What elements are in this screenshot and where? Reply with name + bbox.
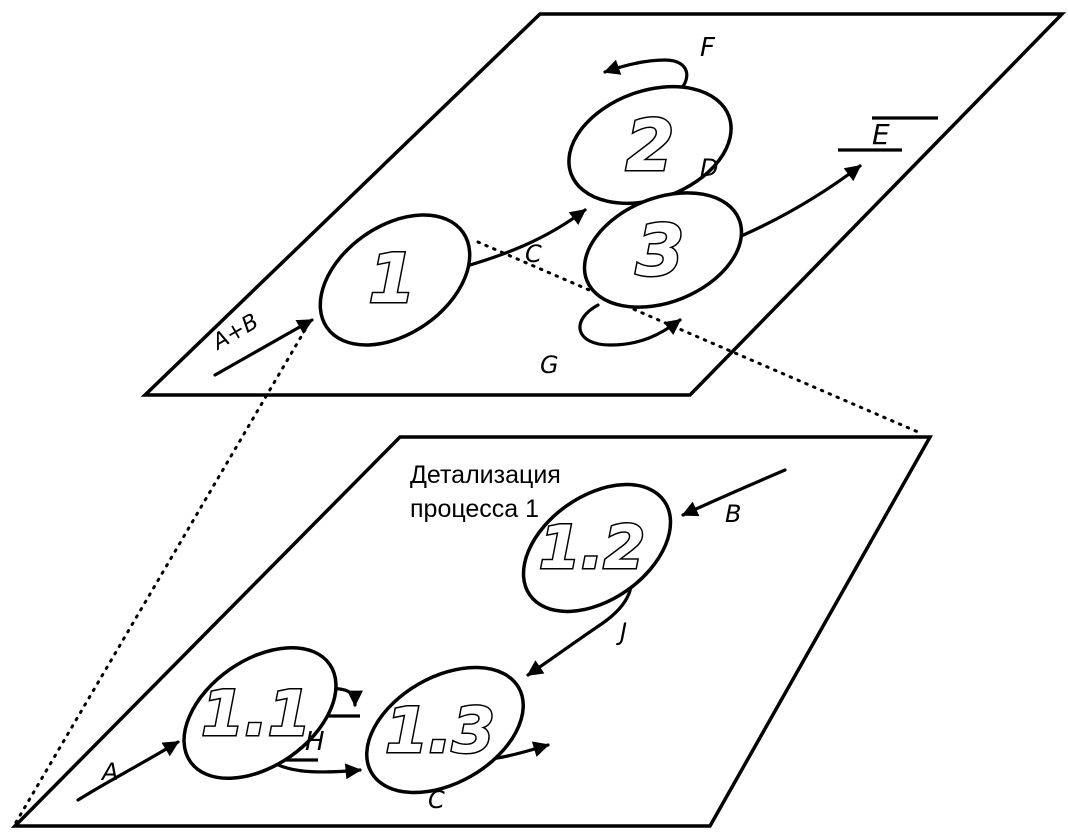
process-1: 1 xyxy=(318,213,472,347)
process-2-label: 2 xyxy=(626,105,675,187)
flow-c-label: C xyxy=(525,240,542,268)
process-1-1: 1.1 xyxy=(182,645,338,781)
process-1-3: 1.3 xyxy=(365,665,525,795)
flow-f xyxy=(603,58,689,100)
flow-ab-in xyxy=(213,318,314,377)
flow-c-out-label: C xyxy=(428,786,445,814)
process-1-2: 1.2 xyxy=(521,482,673,614)
flow-j-label: J xyxy=(616,618,627,646)
detail-note-line2: процесса 1 xyxy=(410,495,539,523)
process-3-label: 3 xyxy=(636,210,685,292)
process-1-2-label: 1.2 xyxy=(539,513,645,583)
projection-line-left xyxy=(13,328,307,826)
process-3: 3 xyxy=(582,191,744,309)
process-1-3-label: 1.3 xyxy=(385,694,495,767)
flow-b-label: B xyxy=(725,500,741,528)
flow-a-in xyxy=(76,740,180,802)
flow-c xyxy=(458,208,587,270)
flow-b-in xyxy=(681,468,787,517)
flow-g-label: G xyxy=(540,351,559,379)
detail-note-line1: Детализация xyxy=(410,461,561,489)
flow-a-label: A xyxy=(100,758,118,786)
process-2: 2 xyxy=(567,84,733,206)
flow-f-label: F xyxy=(700,33,716,63)
flow-g xyxy=(578,303,682,347)
process-1-label: 1 xyxy=(368,240,415,319)
flow-h-label: H xyxy=(305,727,325,757)
flow-d-label: D xyxy=(700,154,718,182)
projection-line-right xyxy=(476,240,920,434)
flow-e-label: E xyxy=(872,118,890,151)
process-1-1-label: 1.1 xyxy=(201,677,311,750)
